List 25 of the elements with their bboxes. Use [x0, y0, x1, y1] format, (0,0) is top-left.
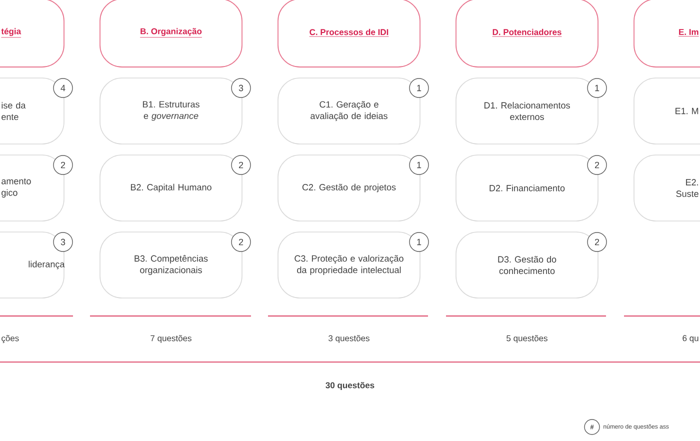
- count-badge: 4: [53, 78, 73, 98]
- count-badge: 1: [587, 78, 607, 98]
- count-badge: 2: [587, 155, 607, 175]
- header-box: E. Im: [634, 0, 700, 68]
- topic-box: E1. M: [634, 78, 700, 144]
- count-badge: 3: [231, 78, 251, 98]
- count-badge: 2: [53, 155, 73, 175]
- count-badge: 1: [409, 78, 429, 98]
- question-count: 5 questões: [506, 335, 548, 343]
- question-count: 7 questões: [150, 335, 192, 343]
- question-count: 6 qu: [682, 335, 698, 343]
- count-badge: 1: [409, 155, 429, 175]
- question-count: ções: [2, 335, 19, 343]
- header-box: C. Processos de IDI: [278, 0, 420, 68]
- header-box: tégia: [0, 0, 64, 68]
- count-badge: 1: [409, 232, 429, 252]
- count-badge: 2: [231, 232, 251, 252]
- count-badge: 2: [231, 155, 251, 175]
- total-count: 30 questões: [326, 382, 374, 390]
- count-badge: 2: [587, 232, 607, 252]
- header-box: B. Organização: [100, 0, 242, 68]
- count-badge: 3: [53, 232, 73, 252]
- topic-box: E2. Suste: [634, 154, 700, 222]
- question-count: 3 questões: [328, 335, 370, 343]
- header-box: D. Potenciadores: [456, 0, 598, 68]
